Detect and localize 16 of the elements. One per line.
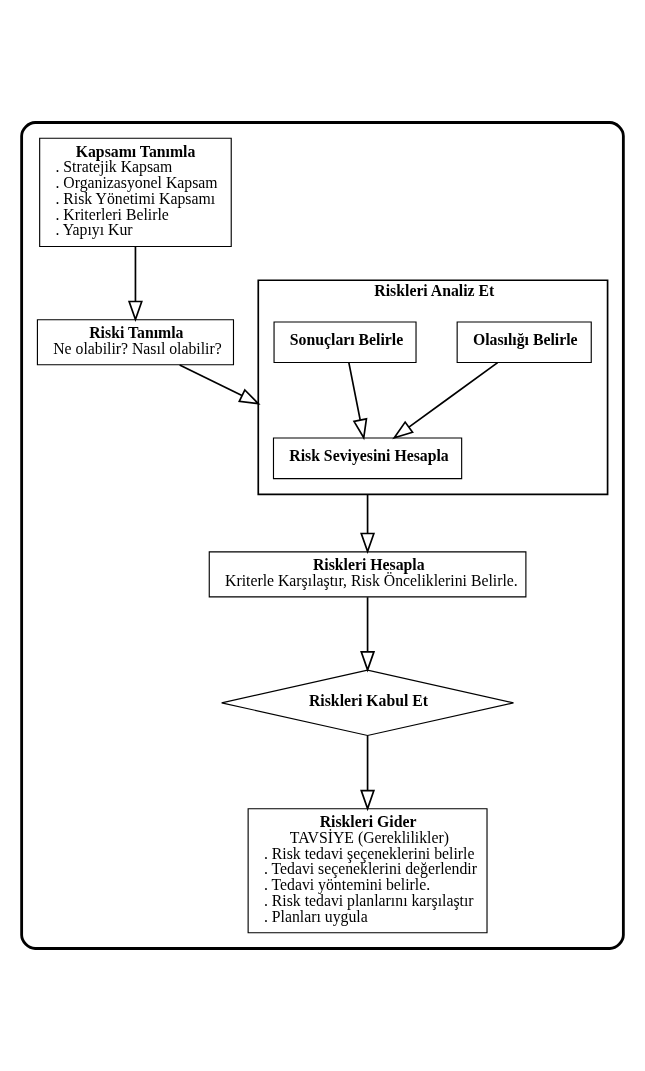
node-box: Sonuçları Belirle [273, 321, 417, 364]
arrow [392, 361, 499, 440]
arrow [360, 596, 376, 673]
node-box: Kapsamı Tanımla . Stratejik Kapsam . Organizasyonel Kapsam . Risk Yönetimi Kapsamı . Kriterleri Belirle . Yapıyı Kur [39, 137, 232, 248]
arrow [127, 245, 143, 323]
node-box: Riskleri Hesapla Kriterle Karşılaştır, Risk Önceliklerini Belirle. [208, 551, 527, 598]
arrow [360, 493, 376, 555]
arrow [360, 735, 376, 812]
node-box: Olasılığı Belirle [456, 321, 592, 364]
cluster [20, 121, 625, 950]
node-diamond: Riskleri Kabul Et [221, 669, 515, 737]
arrow [178, 364, 261, 405]
node-box: Riski Tanımla Ne olabilir? Nasıl olabilir? [36, 319, 235, 366]
node-box: Riskleri Gider TAVSİYE (Gereklilikler) . Risk tedavi şeçeneklerini belirle . Tedavi seçeneklerini değerlendir . Tedavi yöntemini belirle. . Risk tedavi planlarını karşılaştır . Planları uygula [247, 808, 488, 934]
arrow [348, 361, 368, 441]
node-box: Risk Seviyesini Hesapla [272, 437, 463, 480]
